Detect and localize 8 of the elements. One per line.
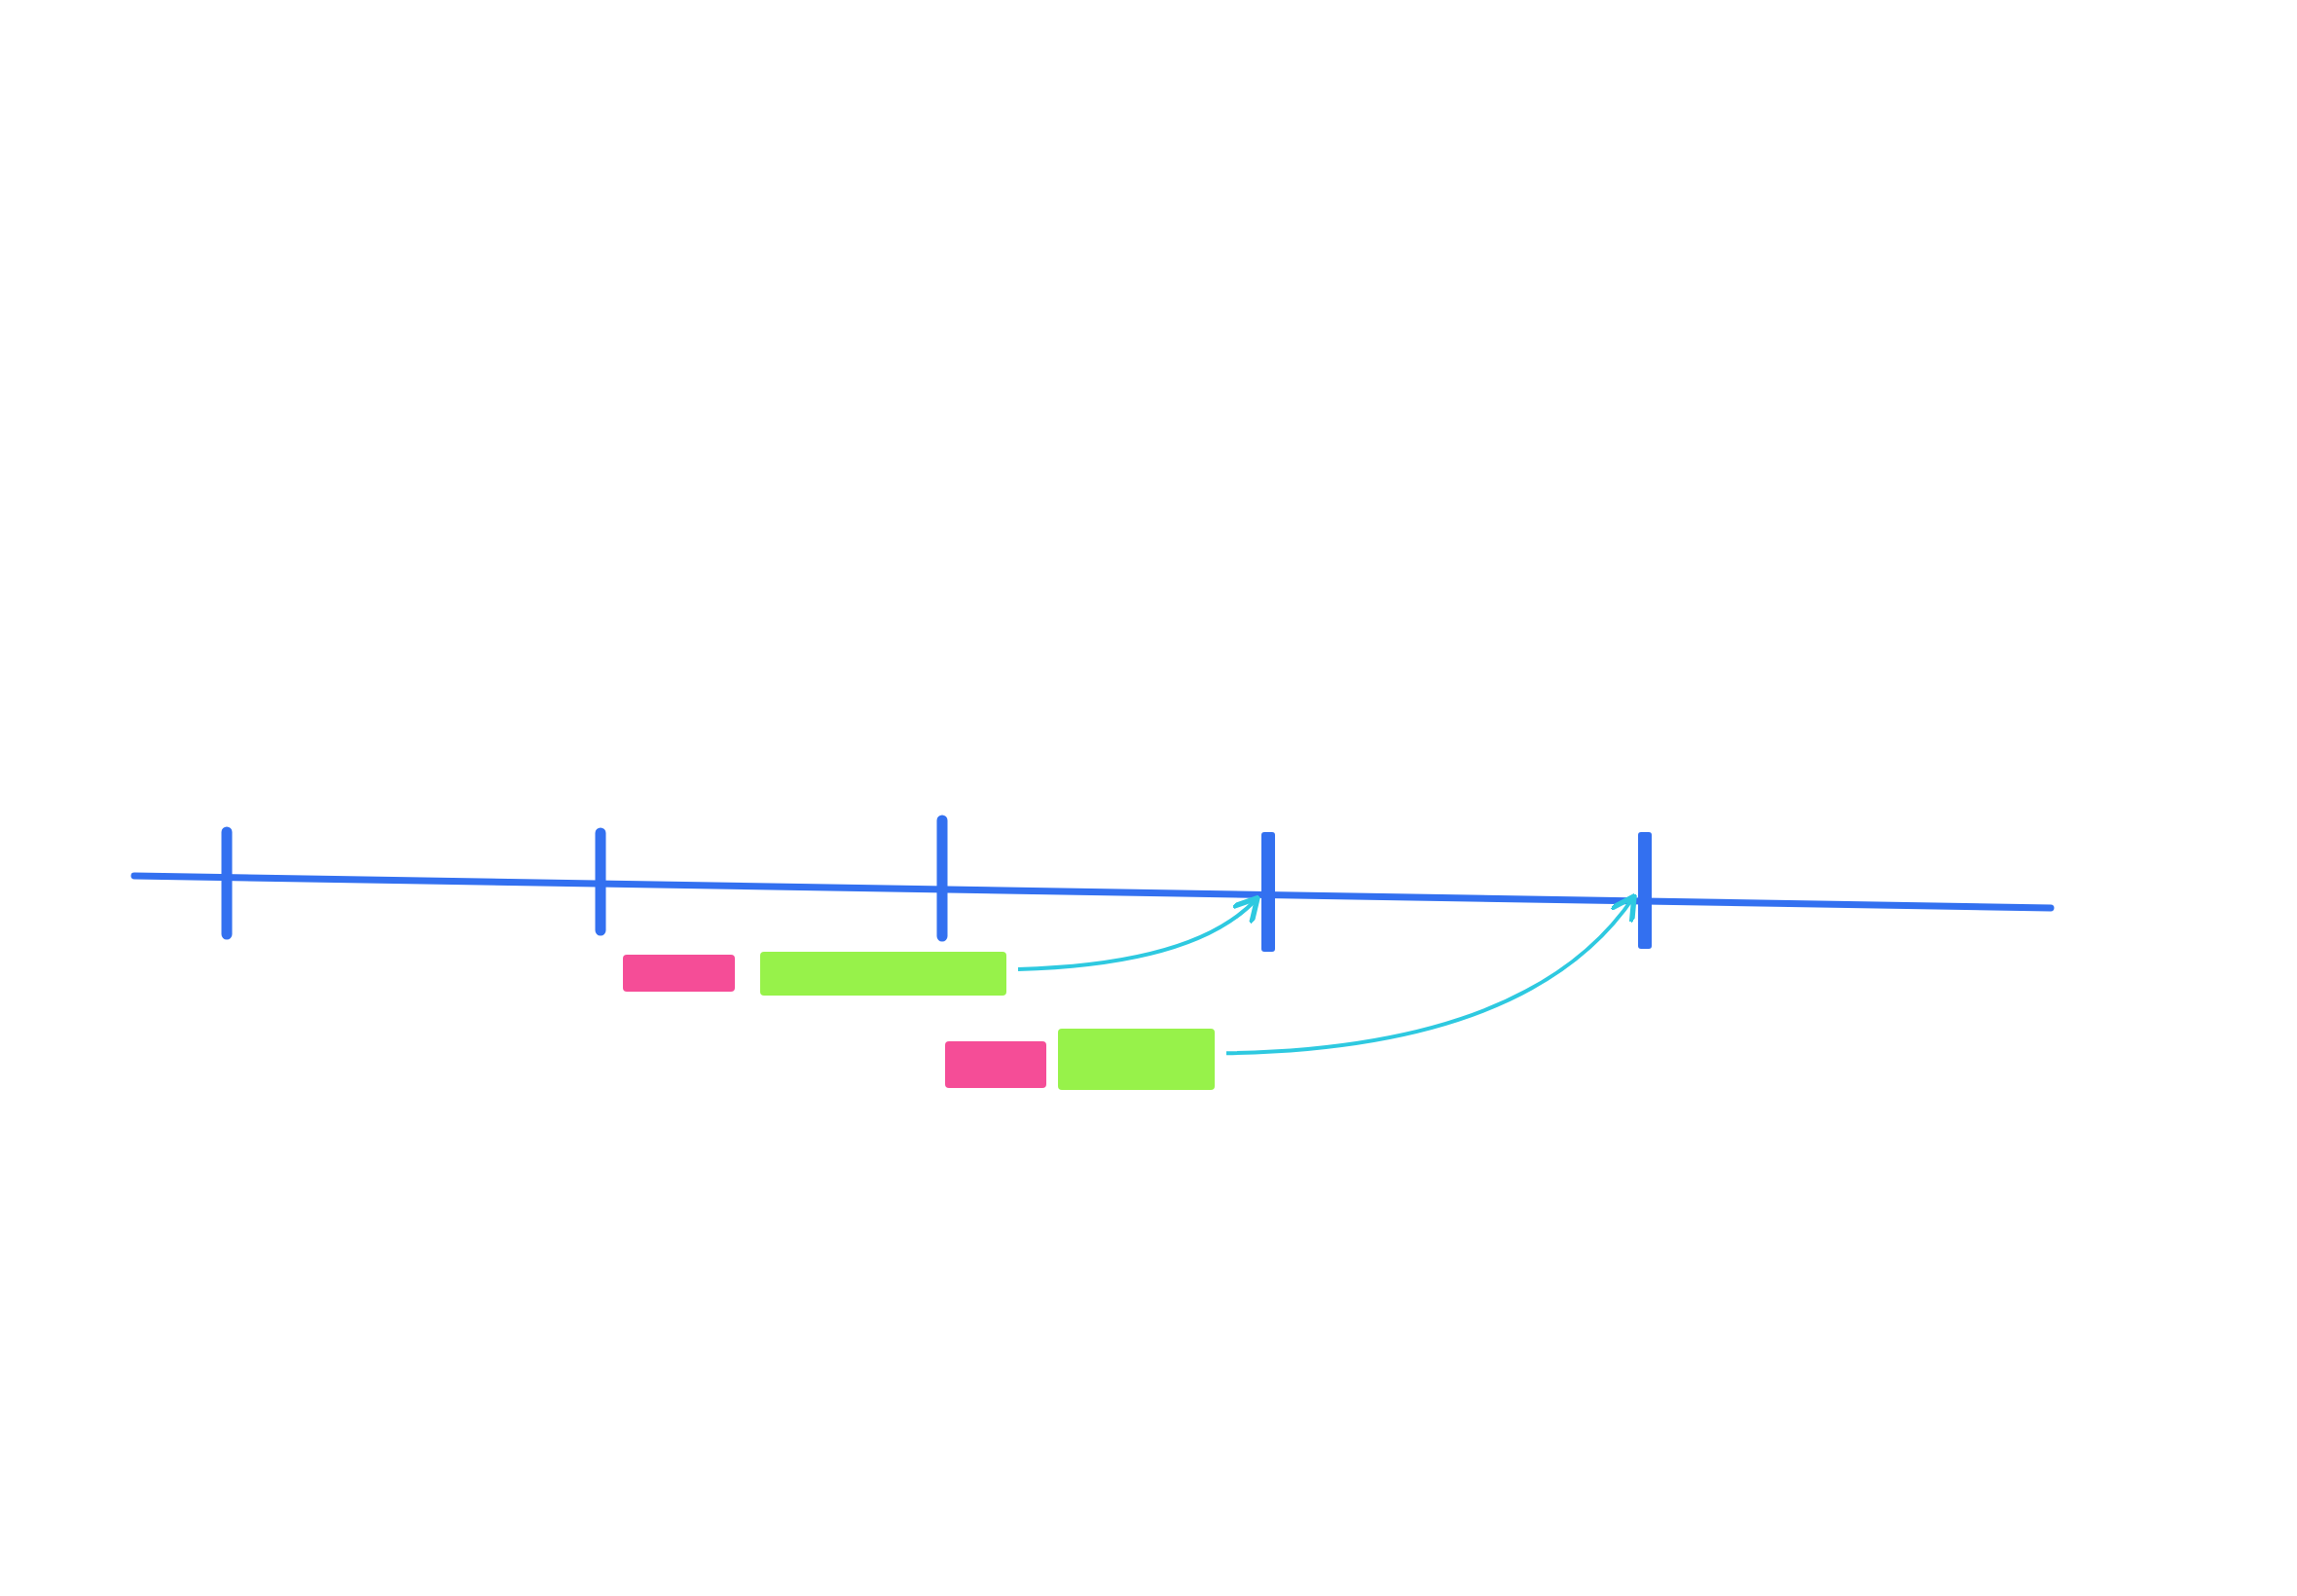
tick-mark <box>1261 832 1275 952</box>
curved-arrow <box>1017 894 1260 971</box>
curved-arrow <box>1225 893 1637 1056</box>
color-bar <box>623 955 735 992</box>
color-bar <box>760 952 1006 996</box>
color-bar <box>945 1041 1046 1088</box>
tick-mark <box>1638 832 1652 949</box>
color-bar <box>1058 1029 1215 1090</box>
